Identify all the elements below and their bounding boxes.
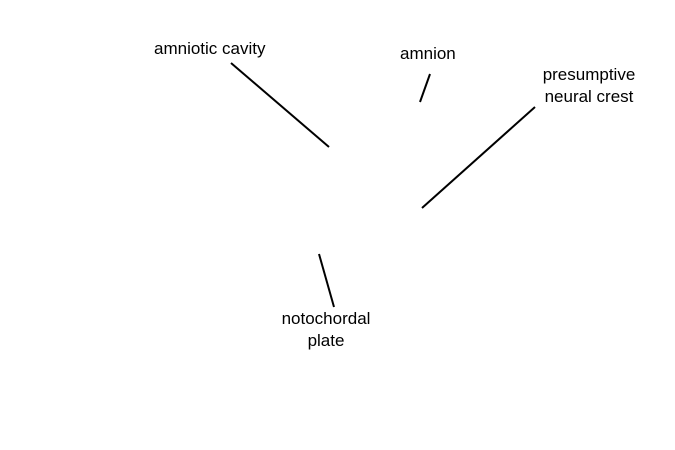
label-notochordal-plate-line2: plate — [307, 331, 345, 350]
leader-line-amniotic-cavity — [230, 62, 330, 148]
label-amnion-text: amnion — [400, 44, 456, 63]
label-amniotic-cavity-text: amniotic cavity — [154, 39, 266, 58]
label-presumptive-neural-crest-line1: presumptive — [542, 65, 636, 84]
label-notochordal-plate: notochordal plate — [266, 308, 386, 352]
label-amnion: amnion — [400, 43, 456, 65]
label-notochordal-plate-line1: notochordal — [281, 309, 371, 328]
label-presumptive-neural-crest: presumptive neural crest — [530, 64, 648, 108]
leader-line-notochordal-plate — [318, 253, 335, 308]
leader-line-amnion — [419, 73, 431, 103]
label-amniotic-cavity: amniotic cavity — [154, 38, 265, 60]
label-presumptive-neural-crest-line2: neural crest — [544, 87, 634, 106]
leader-line-presumptive-neural-crest — [421, 106, 536, 209]
